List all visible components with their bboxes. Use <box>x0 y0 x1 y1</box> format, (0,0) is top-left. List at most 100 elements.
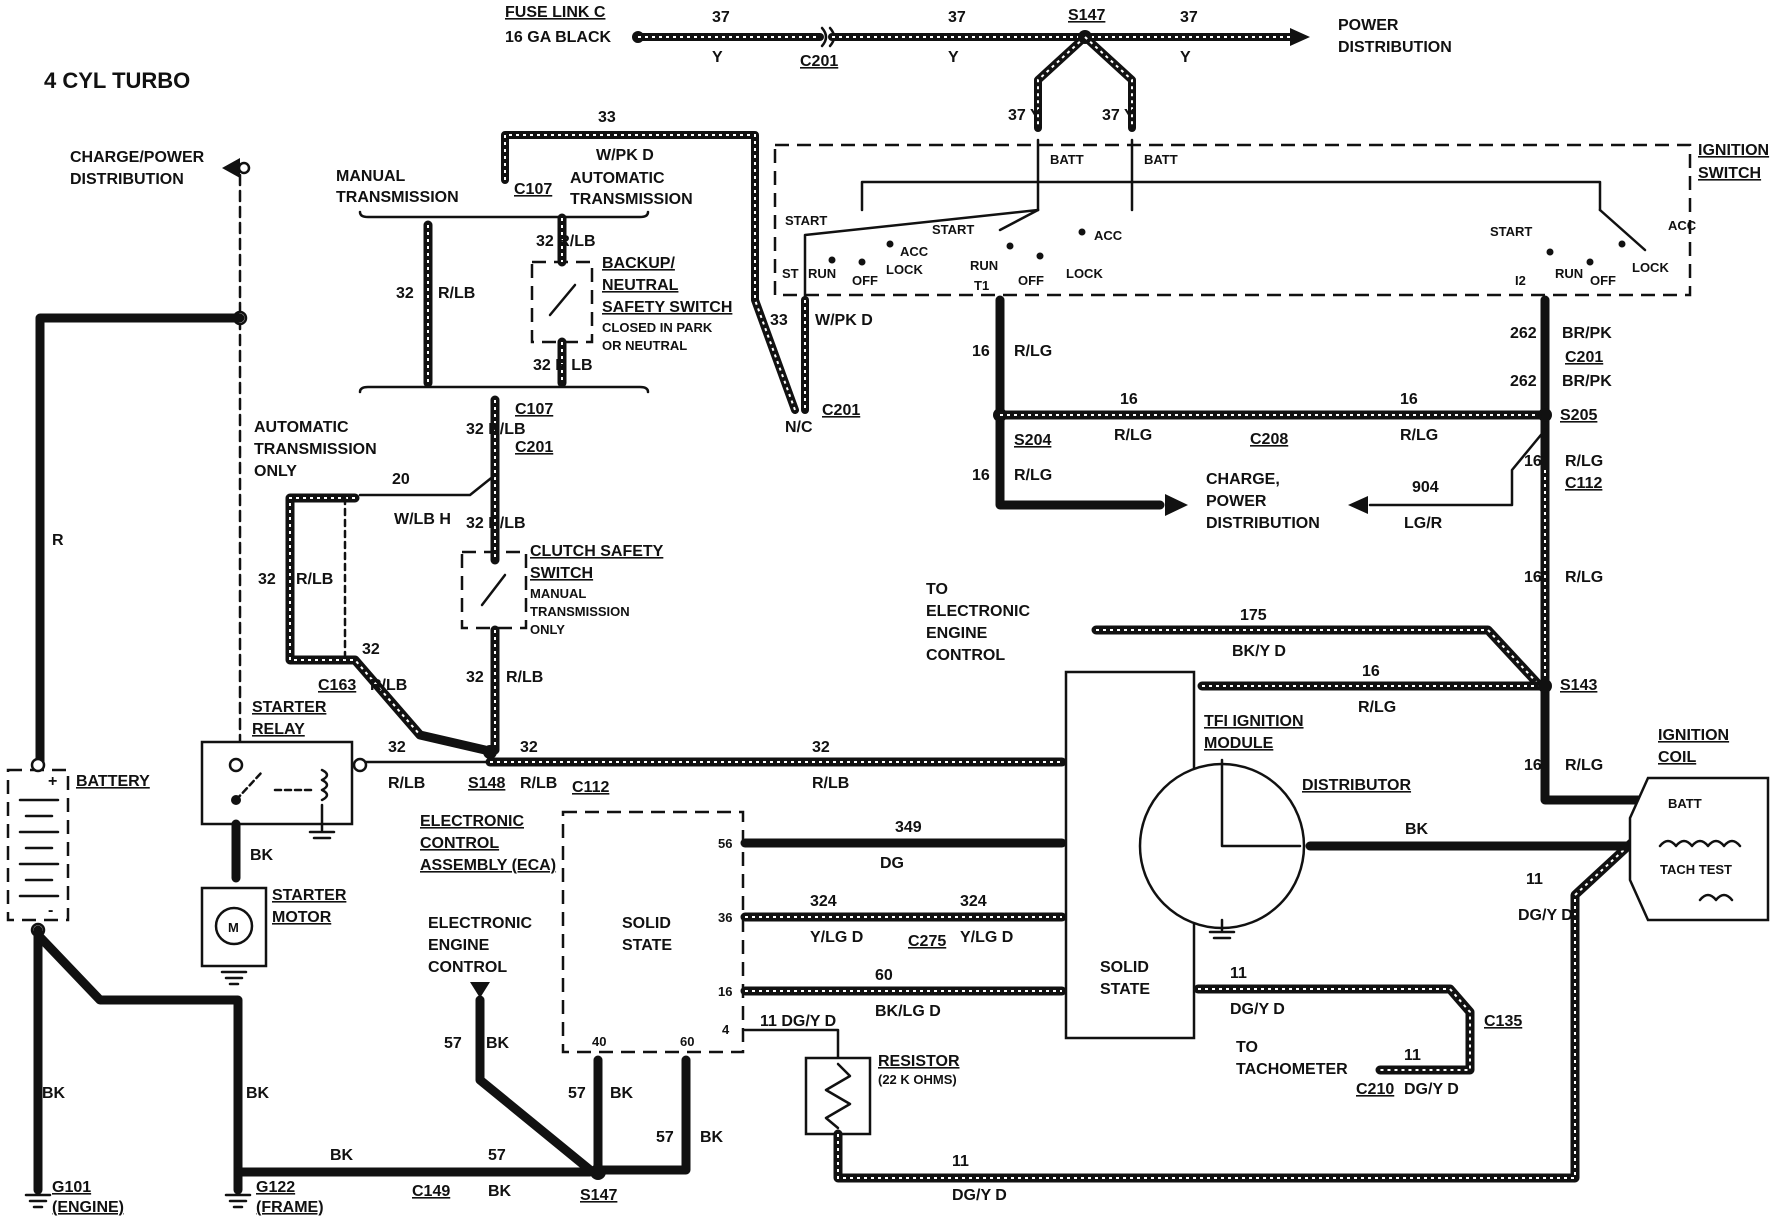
manual-trans-label: MANUAL <box>336 168 406 185</box>
ignition-switch: IGNITION SWITCH BATT BATT START ST RUN O… <box>773 138 1769 302</box>
c135-label: C135 <box>1484 1013 1522 1030</box>
start-label-2: START <box>932 222 974 237</box>
tfi-solid-label-2: STATE <box>1100 981 1150 998</box>
wire-11-eca-label: 11 DG/Y D <box>760 1013 836 1030</box>
distributor-rotor <box>1208 758 1302 940</box>
start-label-3: START <box>1490 224 1532 239</box>
clutch-label-1: CLUTCH SAFETY <box>530 543 664 560</box>
fuse-gauge-label: 16 GA BLACK <box>505 29 612 46</box>
wire-349-num: 349 <box>895 819 922 836</box>
coil-label-2: COIL <box>1658 749 1696 766</box>
g101-ground-symbol <box>24 1193 52 1209</box>
wire-32-c163-num: 32 <box>362 641 380 658</box>
auto-only-label-3: ONLY <box>254 463 297 480</box>
wire-904-color: LG/R <box>1404 515 1443 532</box>
wire-32-manual-color: R/LB <box>438 285 475 302</box>
manual-trans-label-2: TRANSMISSION <box>336 189 459 206</box>
auto-only-label-1: AUTOMATIC <box>254 419 349 436</box>
lock-label-1: LOCK <box>886 262 923 277</box>
wire-r-battery <box>35 313 245 767</box>
wire-37-color-a: Y <box>712 49 723 66</box>
wire-324-color-b: Y/LG D <box>960 929 1013 946</box>
wire-33-num: 33 <box>598 109 616 126</box>
wire-32-relay-color: R/LB <box>388 775 425 792</box>
starter-motor-label-2: MOTOR <box>272 909 332 926</box>
wire-32-c107-label: 32 R/LB <box>466 421 526 438</box>
c107-bottom-label: C107 <box>515 401 553 418</box>
splice-s147 <box>590 1164 606 1180</box>
wire-32-tfi-num: 32 <box>812 739 830 756</box>
battery <box>6 768 70 922</box>
wire-32-s148-num: 32 <box>520 739 538 756</box>
to-eec-label-1: TO <box>926 581 948 598</box>
splice-s205 <box>1538 408 1552 422</box>
power-distribution-label-2: DISTRIBUTION <box>1338 39 1452 56</box>
resistor-label: RESISTOR <box>878 1053 960 1070</box>
wire-33-color: W/PK D <box>596 147 654 164</box>
wire-57-eec-color: BK <box>486 1035 510 1052</box>
off-label-1: OFF <box>852 273 878 288</box>
batt2-label: BATT <box>1144 152 1178 167</box>
wire-32-c163-color: R/LB <box>370 677 407 694</box>
coil-box <box>1628 776 1770 922</box>
starter-relay: STARTER RELAY BK STARTER MOTOR M <box>200 699 368 986</box>
wire-32-auto-color: R/LB <box>296 571 333 588</box>
c149-label: C149 <box>412 1183 450 1200</box>
resistor-value: (22 K OHMS) <box>878 1072 957 1087</box>
off-label-2: OFF <box>1018 273 1044 288</box>
fuse-link-c-circuit: FUSE LINK C 16 GA BLACK S147 37 Y C201 3… <box>505 4 1452 132</box>
motor-m-label: M <box>228 920 239 935</box>
wire-16-b-num: 16 <box>1400 391 1418 408</box>
auto-only-label-2: TRANSMISSION <box>254 441 377 458</box>
wire-262-color-a: BR/PK <box>1562 325 1612 342</box>
c210-label: C210 <box>1356 1081 1394 1098</box>
wire-57-ground-num: 57 <box>488 1147 506 1164</box>
transmission-block: MANUAL TRANSMISSION AUTOMATIC TRANSMISSI… <box>336 168 732 418</box>
circuit-33: 33 W/PK D 33 W/PK D N/C C201 <box>501 109 873 436</box>
wire-57-pin60-label: 57 <box>656 1129 674 1146</box>
wire-60-num: 60 <box>875 967 893 984</box>
wire-16-a-color: R/LG <box>1114 427 1152 444</box>
wire-16-i2-to-coil <box>1540 295 1645 805</box>
wire-175-color: BK/Y D <box>1232 643 1286 660</box>
relay-ground <box>308 803 336 840</box>
wire-20-w-lb <box>358 473 497 497</box>
i2-label: I2 <box>1515 273 1526 288</box>
wire-37-color-b: Y <box>948 49 959 66</box>
eca-box <box>561 810 745 1054</box>
wire-20-num: 20 <box>392 471 410 488</box>
wire-32-relay-num: 32 <box>388 739 406 756</box>
backup-switch-contact <box>548 283 577 317</box>
wire-16-mid-num: 16 <box>1524 569 1542 586</box>
wire-16-a-num: 16 <box>1120 391 1138 408</box>
wire-32-clutch-label: 32 R/LB <box>466 515 526 532</box>
t1-label: T1 <box>974 278 989 293</box>
charge-power-arrow <box>222 158 240 178</box>
wire-16-t1-num: 16 <box>972 343 990 360</box>
s205-label: S205 <box>1560 407 1597 424</box>
c201-low-label: C201 <box>515 439 553 456</box>
splice-s143 <box>1538 679 1552 693</box>
resistor-symbol <box>824 1062 852 1130</box>
motor-ground <box>220 970 248 986</box>
wire-16-t1-color: R/LG <box>1014 343 1052 360</box>
eca-pin-4: 4 <box>722 1022 730 1037</box>
ignition-switch-border <box>773 143 1692 297</box>
eca-solid-label-1: SOLID <box>622 915 671 932</box>
battery-label: BATTERY <box>76 773 150 790</box>
battery-circuit: CHARGE/POWER DISTRIBUTION R BATTERY + - … <box>6 149 324 1216</box>
power-distribution-label: POWER <box>1338 17 1399 34</box>
off-label-3: OFF <box>1590 273 1616 288</box>
starter-relay-label-1: STARTER <box>252 699 327 716</box>
charge-arrow-3 <box>1348 496 1368 514</box>
backup-note-2: OR NEUTRAL <box>602 338 687 353</box>
clutch-note-2: TRANSMISSION <box>530 604 630 619</box>
eca-label-1: ELECTRONIC <box>420 813 524 830</box>
wire-11-color: DG/Y D <box>952 1187 1007 1204</box>
s147-label: S147 <box>580 1187 617 1204</box>
wire-bk-coil-label: BK <box>1405 821 1429 838</box>
acc-label-3: ACC <box>1668 218 1697 233</box>
relay-coil <box>320 768 329 802</box>
eca-pin-40: 40 <box>592 1034 606 1049</box>
ignition-switch-label: IGNITION <box>1698 142 1769 159</box>
